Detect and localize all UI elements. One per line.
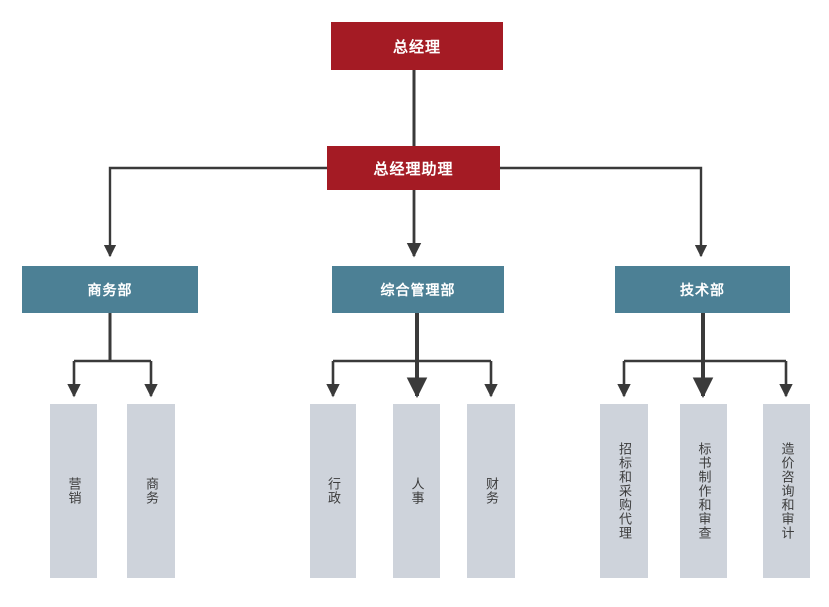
node-unit-human-resources-label: 人事 [409,477,425,505]
node-department-technology-label: 技术部 [680,281,725,298]
connector-assistant-to-dept-3 [500,166,708,258]
node-general-manager[interactable]: 总经理 [331,22,503,70]
connector-assistant-to-dept-1 [103,166,327,258]
node-unit-human-resources[interactable]: 人事 [393,404,440,578]
connector-dept-1-to-units [67,313,158,398]
node-unit-bidding-procurement-agency-label: 招标和采购代理 [616,442,632,540]
node-general-manager-label: 总经理 [392,38,441,56]
node-unit-administration[interactable]: 行政 [310,404,356,578]
node-unit-bid-document-preparation-review-label: 标书制作和审查 [696,442,712,540]
node-gm-assistant-label: 总经理助理 [373,160,454,178]
node-department-commerce[interactable]: 商务部 [22,266,198,313]
node-unit-finance[interactable]: 财务 [467,404,515,578]
node-unit-bid-document-preparation-review[interactable]: 标书制作和审查 [680,404,727,578]
node-gm-assistant[interactable]: 总经理助理 [327,146,500,190]
node-unit-business-label: 商务 [143,477,159,505]
node-unit-bidding-procurement-agency[interactable]: 招标和采购代理 [600,404,648,578]
node-unit-business[interactable]: 商务 [127,404,175,578]
node-unit-cost-consulting-audit-label: 造价咨询和审计 [779,442,795,540]
node-unit-cost-consulting-audit[interactable]: 造价咨询和审计 [763,404,810,578]
node-unit-administration-label: 行政 [325,477,341,505]
node-department-general-management-label: 综合管理部 [380,281,456,298]
node-unit-finance-label: 财务 [483,477,499,505]
node-department-commerce-label: 商务部 [87,281,133,298]
node-unit-marketing[interactable]: 营销 [50,404,97,578]
connector-dept-3-to-units [617,313,793,399]
connector-dept-2-to-units [326,313,498,399]
node-unit-marketing-label: 营销 [66,477,82,505]
node-department-general-management[interactable]: 综合管理部 [332,266,504,313]
node-department-technology[interactable]: 技术部 [615,266,790,313]
